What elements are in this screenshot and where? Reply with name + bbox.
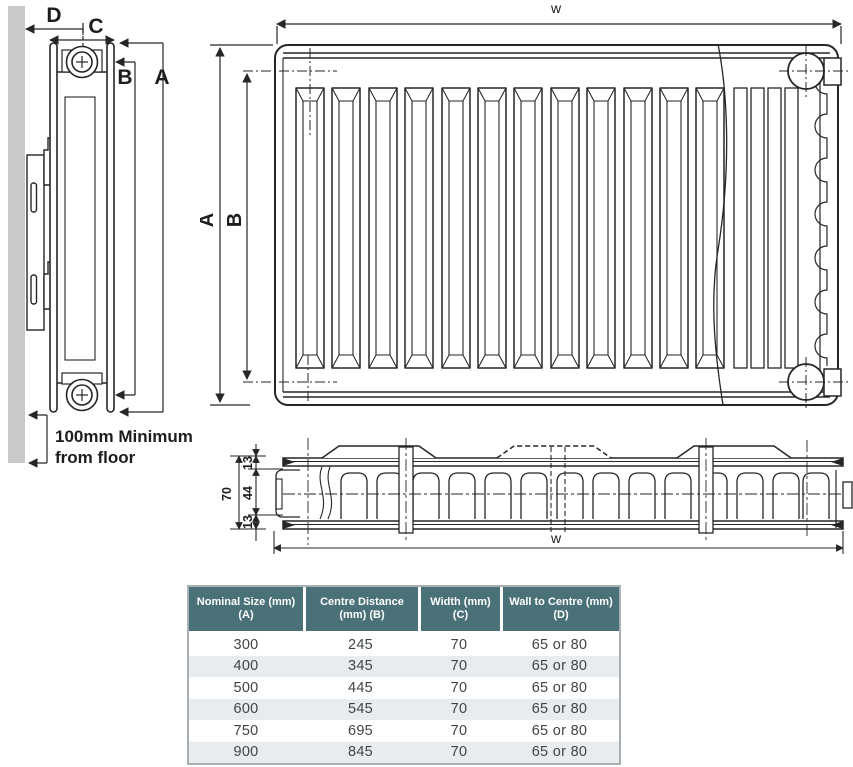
cell-c: 70 [418, 720, 500, 742]
cell-d: 65 or 80 [500, 677, 619, 699]
top-right-tapping [779, 46, 851, 97]
floor-note-line2: from floor [55, 448, 136, 467]
dim-a-front-label: A [200, 213, 218, 227]
dim-c-label: C [88, 15, 103, 38]
cell-a: 400 [189, 655, 303, 677]
dim-b-front-label: B [224, 213, 246, 227]
section-depth-dimensions [230, 444, 283, 541]
side-grille [814, 62, 828, 388]
floor-clearance-dimension [28, 410, 48, 468]
table-row: 400 345 70 65 or 80 [189, 655, 619, 677]
cell-c: 70 [418, 655, 500, 677]
dim-70-label: 70 [220, 487, 234, 501]
cell-b: 845 [303, 741, 418, 763]
column-header-centre-distance: Centre Distance (mm) (B) [303, 587, 418, 631]
table-row: 750 695 70 65 or 80 [189, 720, 619, 742]
spec-table: Nominal Size (mm) (A) Centre Distance (m… [189, 587, 619, 763]
section-centrelines [283, 438, 843, 545]
dimension-a-front [210, 44, 273, 406]
bottom-right-tapping [779, 357, 851, 408]
cell-b: 445 [303, 677, 418, 699]
dim-w-label: w [550, 0, 562, 16]
section-left-end-cap [275, 466, 333, 520]
dim-13-back-label: 13 [241, 515, 255, 529]
cell-d: 65 or 80 [500, 741, 619, 763]
dimension-w [276, 19, 842, 44]
floor-note-line1: 100mm Minimum [55, 427, 193, 446]
section-dim-w-label: w [550, 530, 562, 546]
section-view-diagram: 13 44 13 70 w [220, 438, 853, 554]
dim-a-label: A [154, 66, 169, 89]
column-header-width: Width (mm) (C) [418, 587, 500, 631]
left-tapping-centrelines [243, 48, 337, 404]
column-header-nominal-size: Nominal Size (mm) (A) [189, 587, 303, 631]
section-panels [282, 457, 844, 530]
dim-44-label: 44 [241, 486, 255, 500]
cell-c: 70 [418, 631, 500, 656]
dim-b-label: B [117, 66, 132, 89]
radiator-side-profile [49, 42, 115, 413]
section-width-dimension [273, 531, 844, 554]
table-row: 500 445 70 65 or 80 [189, 677, 619, 699]
section-convector-fins [340, 472, 830, 520]
dim-13-front-label: 13 [241, 456, 255, 470]
table-row: 300 245 70 65 or 80 [189, 631, 619, 656]
cell-b: 695 [303, 720, 418, 742]
cell-b: 545 [303, 698, 418, 720]
wall-bracket [26, 137, 54, 331]
cell-d: 65 or 80 [500, 698, 619, 720]
bottom-tapping-bush [65, 378, 99, 412]
cell-a: 600 [189, 698, 303, 720]
dimension-b [115, 57, 136, 400]
cell-b: 245 [303, 631, 418, 656]
cell-a: 500 [189, 677, 303, 699]
cell-a: 300 [189, 631, 303, 656]
top-tapping-bush [65, 45, 99, 79]
cell-d: 65 or 80 [500, 631, 619, 656]
column-header-wall-to-centre: Wall to Centre (mm) (D) [500, 587, 619, 631]
break-line [713, 43, 728, 406]
cell-a: 900 [189, 741, 303, 763]
dimension-a [119, 38, 164, 417]
cell-b: 345 [303, 655, 418, 677]
cell-d: 65 or 80 [500, 655, 619, 677]
side-view-diagram: D C B A 100mm Minimum from floor [8, 4, 193, 468]
cell-c: 70 [418, 698, 500, 720]
cell-d: 65 or 80 [500, 720, 619, 742]
table-row: 600 545 70 65 or 80 [189, 698, 619, 720]
wall [8, 6, 25, 463]
table-row: 900 845 70 65 or 80 [189, 741, 619, 763]
dimensions-table: Nominal Size (mm) (A) Centre Distance (m… [187, 585, 621, 765]
dim-d-label: D [46, 4, 61, 27]
table-header-row: Nominal Size (mm) (A) Centre Distance (m… [189, 587, 619, 631]
cell-c: 70 [418, 741, 500, 763]
cell-a: 750 [189, 720, 303, 742]
section-right-end-cap [835, 470, 853, 528]
front-view-diagram: w A B [200, 0, 851, 408]
cell-c: 70 [418, 677, 500, 699]
